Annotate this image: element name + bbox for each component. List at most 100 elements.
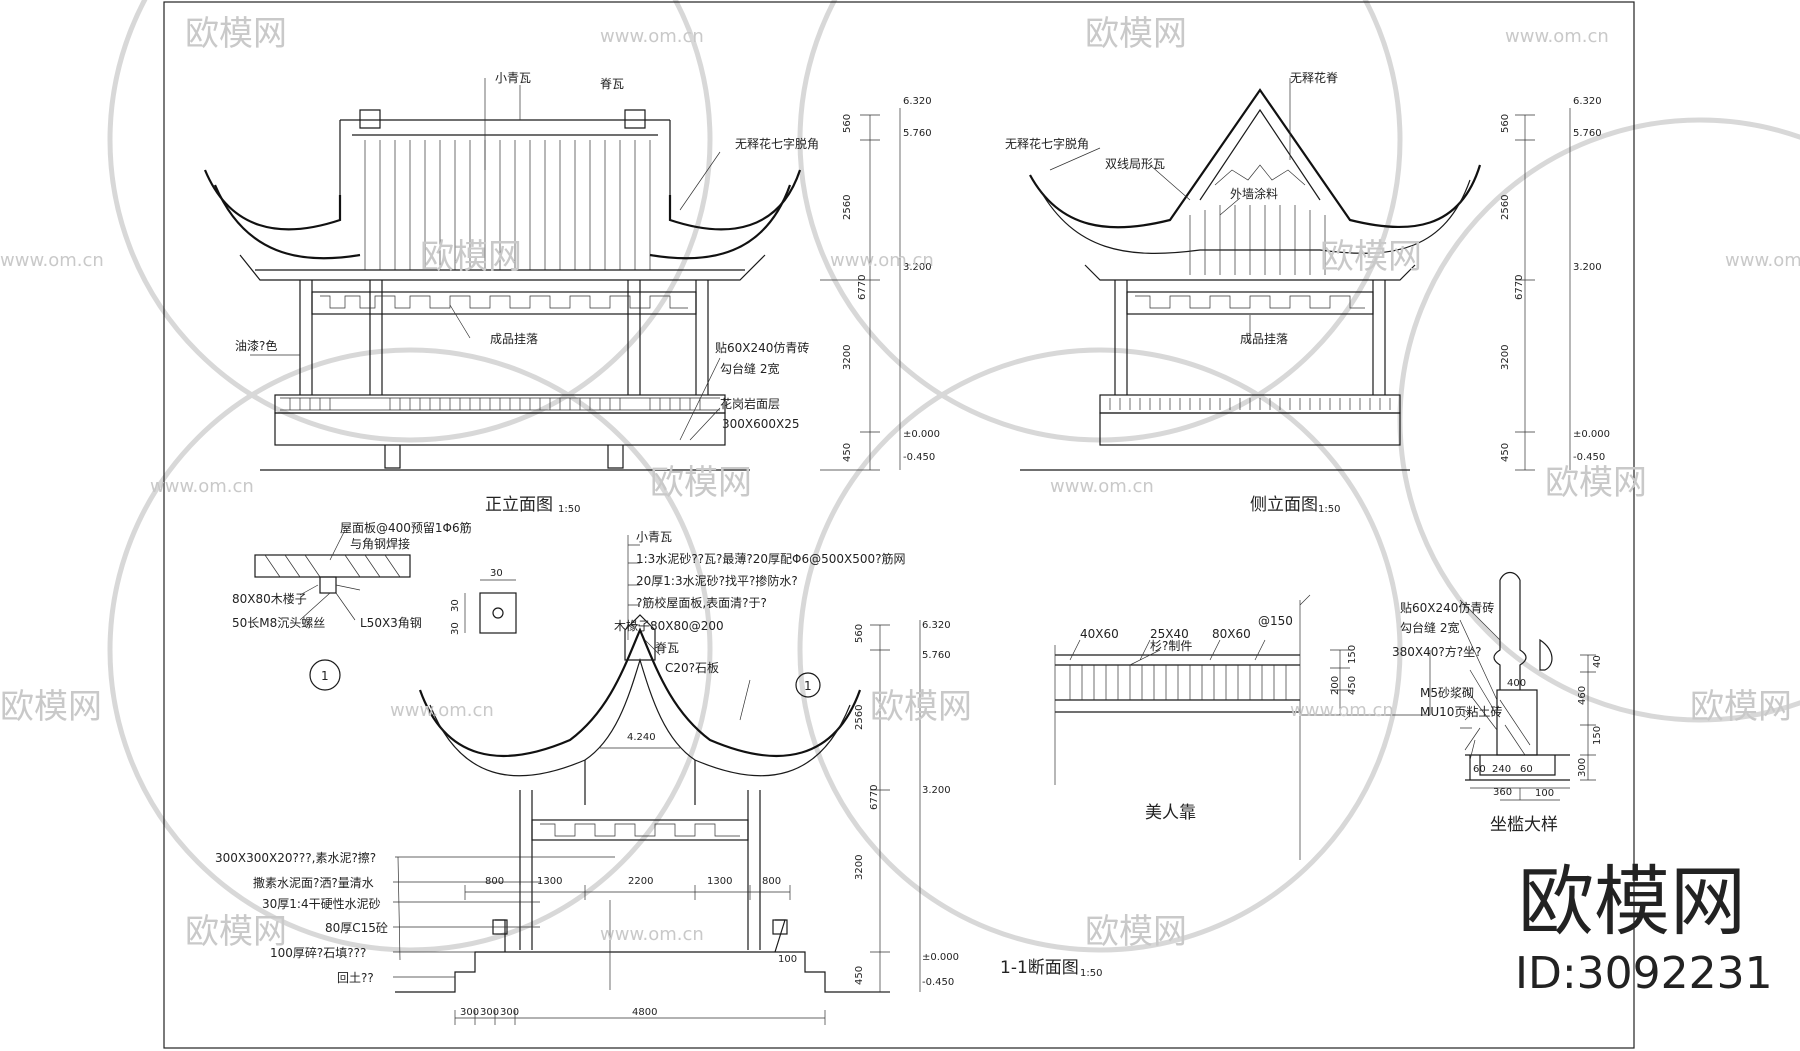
side-elevation-title: 侧立面图 [1250, 495, 1318, 515]
watermark-url-4: www.om.cn [830, 250, 934, 271]
front-level-3200: 3.200 [903, 262, 932, 273]
section-ridge-tile: 脊瓦 [655, 641, 679, 655]
section-floor-layer-2: 撒素水泥面?洒?量清水 [253, 875, 374, 890]
section-level-5760: 5.760 [922, 650, 951, 661]
side-dim-560: 560 [1500, 114, 1511, 133]
seat-dim-150: 150 [1592, 726, 1603, 745]
bench-label-at150: @150 [1258, 614, 1293, 628]
seat-dim-360: 360 [1493, 787, 1512, 798]
section-span-dim-3: 2200 [628, 876, 653, 887]
section-vdim-3200: 3200 [854, 855, 865, 880]
front-label-ridge-tile: 脊瓦 [600, 77, 624, 91]
watermark-url-7: www.om.cn [1050, 476, 1154, 497]
section-base-dim-3: 300 [500, 1007, 519, 1018]
detail1-note-2: 与角钢焊接 [350, 536, 410, 551]
bench-dim-150: 150 [1347, 645, 1358, 664]
side-label-ridge-flower: 无释花脊 [1290, 70, 1338, 85]
seat-label-joint: 勾台缝 2宽 [1400, 620, 1459, 635]
seat-dim-100: 100 [1535, 788, 1554, 799]
bench-title: 美人靠 [1145, 803, 1196, 823]
front-label-granite-2: 300X600X25 [722, 417, 800, 431]
section-marker: 1 [804, 679, 812, 693]
side-elevation-scale: 1:50 [1318, 504, 1340, 515]
section-vdim-560: 560 [854, 624, 865, 643]
section-floor-layer-1: 300X300X20???,素水泥?擦? [215, 851, 376, 865]
detail1-note-3: 80X80木楼子 [232, 591, 307, 606]
section-level-neg450: -0.450 [922, 977, 954, 988]
bench-dim-450: 450 [1347, 676, 1358, 695]
front-level-5760: 5.760 [903, 128, 932, 139]
watermark-url-5: www.om.cn [1725, 250, 1800, 271]
watermark-brand-4: 欧模网 [1320, 237, 1422, 277]
seat-detail: 贴60X240仿青砖 勾台缝 2宽 380X40?方?坐? M5砂浆砌 MU10… [1392, 571, 1603, 835]
bench-label-material: 杉?制件 [1150, 639, 1192, 653]
front-level-000: ±0.000 [903, 429, 940, 440]
watermarks: 欧模网 www.om.cn 欧模网 www.om.cn www.om.cn 欧模… [0, 14, 1800, 999]
front-label-brick-2: 勾台缝 2宽 [720, 361, 779, 376]
section-ridge-stone: C20?石板 [665, 661, 719, 675]
detail1-marker: 1 [321, 669, 329, 683]
seat-detail-title: 坐槛大样 [1490, 815, 1558, 835]
section-base-dim-1: 300 [460, 1007, 479, 1018]
section-span-dim-1: 800 [485, 876, 504, 887]
detail1-note-5: L50X3角钢 [360, 616, 422, 630]
seat-dim-60b: 60 [1520, 764, 1533, 775]
detail-1: 屋面板@400预留1Φ6筋 与角钢焊接 80X80木楼子 50长M8沉头螺丝 L… [232, 520, 517, 691]
front-level-neg450: -0.450 [903, 452, 935, 463]
detail1-dim-2: 30 [450, 599, 461, 612]
seat-dim-400: 400 [1507, 678, 1526, 689]
section-vdim-2560: 2560 [854, 705, 865, 730]
watermark-url-2: www.om.cn [1505, 26, 1609, 47]
front-elevation-scale: 1:50 [558, 504, 580, 515]
front-label-paint: 油漆?色 [235, 339, 277, 353]
watermark-brand-1: 欧模网 [185, 14, 287, 54]
side-level-3200: 3.200 [1573, 262, 1602, 273]
section-floor-layer-5: 100厚碎?石填??? [270, 945, 366, 960]
section-floor-layer-6: 回土?? [337, 971, 374, 985]
front-label-small-tile: 小青瓦 [495, 71, 531, 85]
bench-label-40x60: 40X60 [1080, 627, 1119, 641]
section-level-6320: 6.320 [922, 620, 951, 631]
section-inner-level: 4.240 [627, 732, 656, 743]
bench-label-80x60: 80X60 [1212, 627, 1251, 641]
front-dim-2560: 2560 [842, 195, 853, 220]
section-vdim-6770: 6770 [869, 785, 880, 810]
watermark-brand-10: 欧模网 [185, 912, 287, 952]
section-roof-layer-1: 小青瓦 [636, 530, 672, 544]
seat-label-mortar: M5砂浆砌 [1420, 685, 1474, 700]
side-label-double-tile: 双线局形瓦 [1105, 157, 1165, 171]
detail1-dim-1: 30 [490, 568, 503, 579]
section-floor-layer-4: 80厚C15砼 [325, 921, 388, 935]
detail1-note-1: 屋面板@400预留1Φ6筋 [340, 520, 472, 535]
watermark-brand-5: 欧模网 [650, 463, 752, 503]
watermark-url-9: www.om.cn [1290, 700, 1394, 721]
section-title: 1-1断面图 [1000, 958, 1079, 978]
bench-dim-200: 200 [1330, 676, 1341, 695]
side-level-000: ±0.000 [1573, 429, 1610, 440]
side-level-neg450: -0.450 [1573, 452, 1605, 463]
side-dim-3200: 3200 [1500, 345, 1511, 370]
section-roof-layer-3: 20厚1:3水泥砂?找平?掺防水? [636, 573, 798, 588]
side-level-5760: 5.760 [1573, 128, 1602, 139]
bench-label-25x40: 25X40 [1150, 627, 1189, 641]
front-label-granite-1: 花岗岩面层 [720, 396, 780, 411]
section-1-1: 小青瓦 1:3水泥砂??瓦?最薄?20厚配Φ6@500X500?筋网 20厚1:… [215, 530, 1102, 1025]
section-base-dim-4: 4800 [632, 1007, 657, 1018]
watermark-url-10: www.om.cn [600, 924, 704, 945]
section-base-dim-2: 300 [480, 1007, 499, 1018]
section-span-dim-4: 1300 [707, 876, 732, 887]
side-elevation: 无释花脊 无释花七字脱角 双线局形瓦 外墙涂料 成品挂落 560 2560 67… [1005, 70, 1610, 515]
watermark-brand-7: 欧模网 [0, 687, 102, 727]
side-dim-6770: 6770 [1514, 275, 1525, 300]
section-span-dim-2: 1300 [537, 876, 562, 887]
front-dim-3200: 3200 [842, 345, 853, 370]
section-span-dim-5: 800 [762, 876, 781, 887]
front-elevation: 小青瓦 脊瓦 无释花七字脱角 油漆?色 成品挂落 贴60X240仿青砖 勾台缝 … [203, 71, 940, 515]
side-label-hanging-lattice: 成品挂落 [1240, 332, 1288, 346]
front-label-brick-1: 贴60X240仿青砖 [715, 340, 809, 355]
seat-dim-40: 40 [1592, 655, 1603, 668]
watermark-brand-large: 欧模网 [1518, 857, 1746, 946]
seat-dim-300: 300 [1577, 758, 1588, 777]
front-label-hanging-lattice: 成品挂落 [490, 332, 538, 346]
